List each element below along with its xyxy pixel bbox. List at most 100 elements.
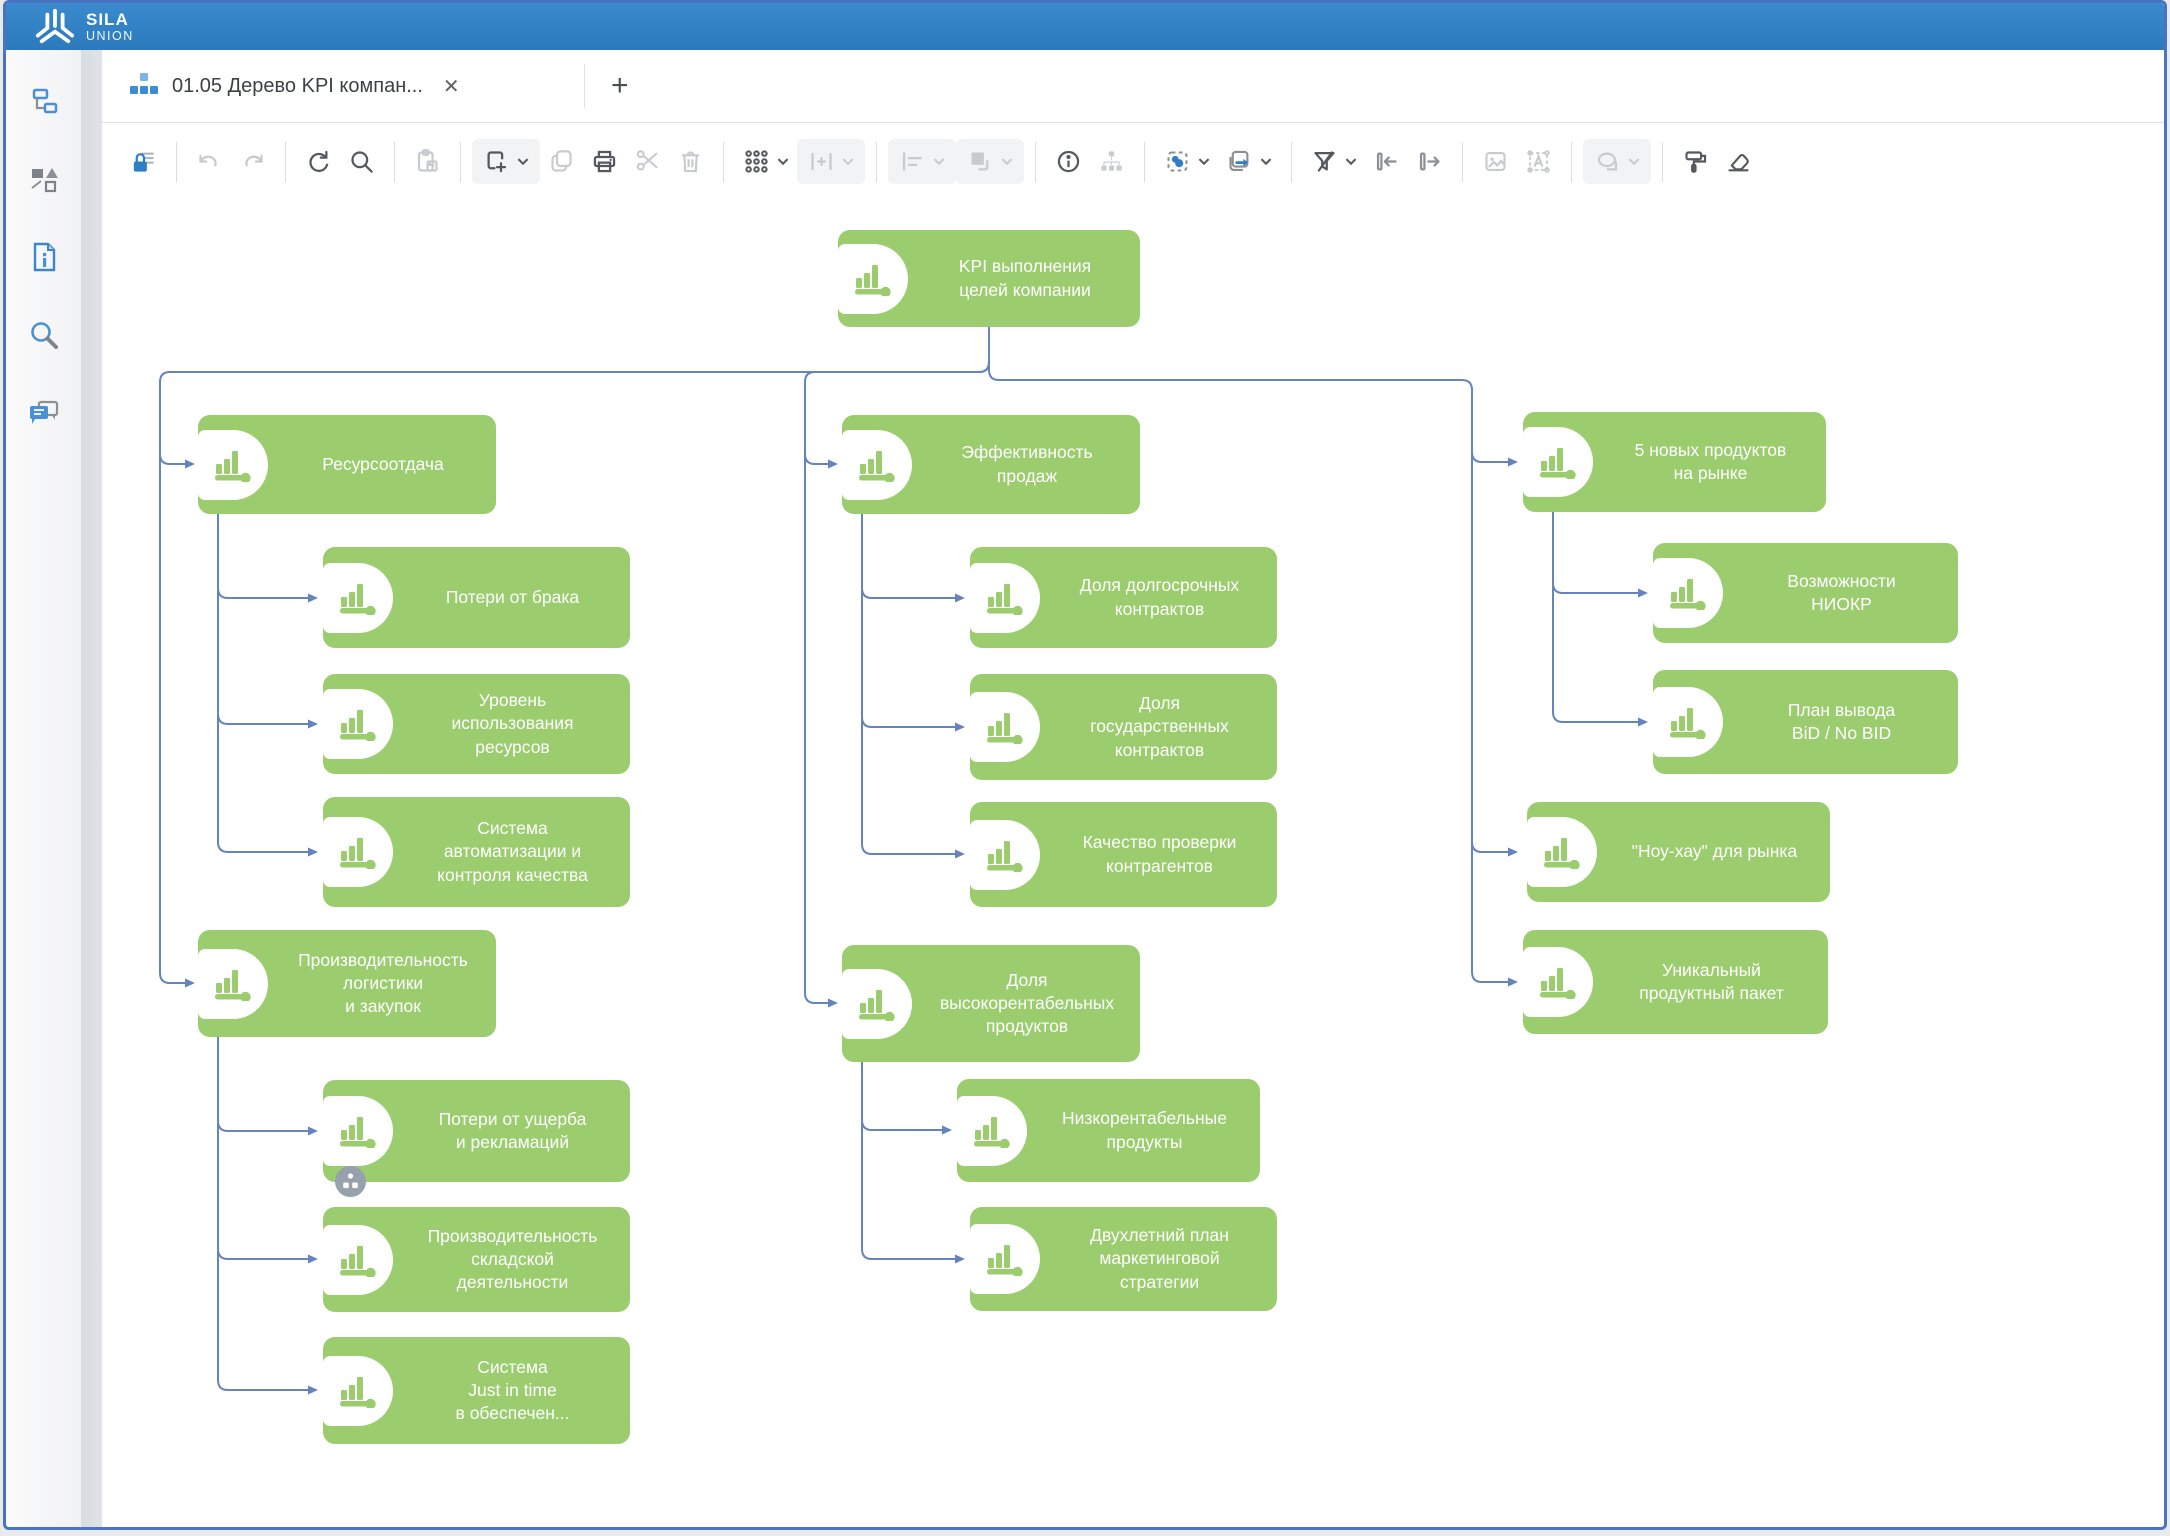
tab-kpi-tree[interactable]: 01.05 Дерево KPI компан... ✕ (102, 50, 584, 122)
new-tab-button[interactable]: + (611, 69, 629, 102)
bar-chart-icon (1538, 445, 1578, 479)
insert-image-button[interactable] (1474, 140, 1517, 183)
info-button[interactable] (1047, 140, 1090, 183)
grid-button[interactable] (735, 140, 797, 183)
shift-left-button[interactable] (1365, 140, 1408, 183)
image-icon (1485, 151, 1506, 172)
shape-ellipse-button[interactable] (1583, 139, 1651, 184)
refresh-button[interactable] (297, 140, 340, 183)
copy-button[interactable] (540, 140, 583, 183)
redo-icon (245, 154, 263, 167)
kpi-node[interactable]: Ресурсоотдача (198, 415, 496, 514)
brand: SILA UNION (34, 7, 134, 47)
node-icon-capsule (970, 819, 1040, 890)
chevron-down-icon (777, 157, 789, 165)
node-icon-capsule (1523, 947, 1593, 1017)
print-icon (593, 150, 616, 173)
paste-button[interactable] (406, 140, 449, 183)
sidebar-item-document-info[interactable] (27, 240, 61, 274)
arrange-icon (971, 152, 989, 171)
mini-tree-icon (343, 1173, 358, 1189)
chevron-down-icon (1628, 157, 1640, 165)
delete-button[interactable] (669, 140, 712, 183)
filter-off-icon (1314, 151, 1335, 172)
node-icon-capsule (323, 689, 393, 759)
print-button[interactable] (583, 140, 626, 183)
eraser-button[interactable] (1717, 140, 1760, 183)
bar-chart-icon (213, 967, 253, 1001)
lock-icon (133, 152, 154, 172)
filter-clear-button[interactable] (1303, 140, 1365, 183)
info-icon (1057, 150, 1080, 173)
select-related-button[interactable] (1156, 140, 1218, 183)
spacing-button[interactable] (797, 139, 865, 184)
node-icon-capsule (323, 1096, 393, 1166)
format-painter-button[interactable] (1674, 140, 1717, 183)
app-window: SILA UNION (3, 0, 2167, 1530)
bar-chart-icon (857, 448, 897, 482)
spacing-icon (811, 153, 832, 170)
shift-right-button[interactable] (1408, 140, 1451, 183)
tab-title: 01.05 Дерево KPI компан... (172, 74, 423, 97)
node-icon-capsule (198, 429, 268, 500)
sidebar-item-shapes-palette[interactable] (27, 162, 61, 196)
chevron-down-icon (1001, 157, 1013, 165)
node-label: "Ноу-хау" для рынка (1631, 841, 1798, 862)
new-object-button[interactable] (472, 139, 540, 184)
node-label: Ресурсоотдача (322, 453, 444, 474)
sidebar-splitter[interactable] (81, 50, 102, 1527)
search-button[interactable] (340, 140, 383, 183)
sidebar-item-model-navigator[interactable] (27, 84, 61, 118)
redo-button[interactable] (231, 140, 274, 183)
kpi-node[interactable]: "Ноу-хау" для рынка (1527, 802, 1830, 902)
decomposition-badge[interactable] (335, 1166, 366, 1197)
sidebar-item-comments[interactable] (27, 396, 61, 430)
new-object-icon (487, 151, 507, 173)
cut-icon (636, 150, 658, 171)
arrange-button[interactable] (956, 139, 1024, 184)
bar-chart-icon (338, 1114, 378, 1148)
kpi-node[interactable]: Потери от брака (323, 547, 630, 648)
undo-icon (199, 154, 217, 167)
sidebar-item-search[interactable] (27, 318, 61, 352)
cut-button[interactable] (626, 140, 669, 183)
tab-close-icon[interactable]: ✕ (442, 75, 460, 98)
text-frame-button[interactable] (1517, 140, 1560, 183)
align-button[interactable] (888, 139, 956, 184)
bar-chart-icon (985, 838, 1025, 872)
document-info-icon (33, 242, 55, 272)
sila-union-logo-icon (35, 8, 75, 43)
node-icon-capsule (970, 562, 1040, 633)
undo-button[interactable] (188, 140, 231, 183)
copy-icon (551, 150, 572, 172)
copy-to-model-button[interactable] (1218, 140, 1280, 183)
subordinate-tree-button[interactable] (1090, 140, 1133, 183)
lock-button[interactable] (122, 140, 165, 183)
shift-right-icon (1419, 152, 1440, 171)
